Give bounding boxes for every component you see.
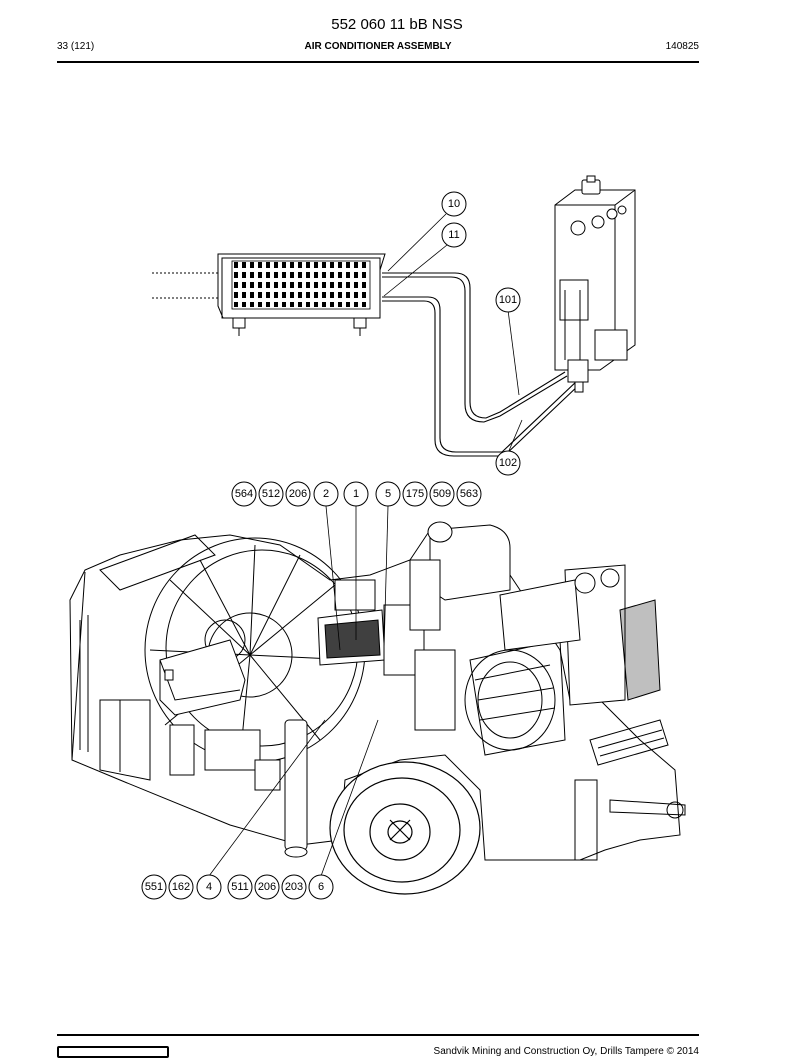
air-conditioner-unit — [152, 253, 386, 336]
step-grid — [589, 719, 669, 766]
callout-162: 162 — [168, 874, 194, 900]
svg-text:1: 1 — [353, 488, 359, 500]
callout-1: 1 — [343, 481, 369, 507]
ac-unit-mounted — [317, 579, 425, 676]
callout-512: 512 — [258, 481, 284, 507]
svg-text:10: 10 — [448, 198, 460, 210]
callout-102: 102 — [495, 450, 521, 476]
svg-text:511: 511 — [231, 881, 249, 893]
callout-511: 511 — [227, 874, 253, 900]
compressor-tank — [409, 521, 511, 731]
svg-text:2: 2 — [323, 488, 329, 500]
svg-text:11: 11 — [448, 229, 459, 241]
lower-leaders — [208, 505, 389, 877]
callout-5: 5 — [375, 481, 401, 507]
svg-text:564: 564 — [235, 488, 253, 500]
svg-text:102: 102 — [499, 457, 517, 469]
callout-10: 10 — [441, 191, 467, 217]
svg-text:101: 101 — [499, 294, 517, 306]
callout-2: 2 — [313, 481, 339, 507]
svg-text:563: 563 — [460, 488, 478, 500]
callout-6: 6 — [308, 874, 334, 900]
motor — [464, 639, 566, 756]
svg-text:203: 203 — [285, 881, 303, 893]
callout-11: 11 — [441, 222, 467, 248]
callout-206-top: 206 — [285, 481, 311, 507]
svg-text:509: 509 — [433, 488, 451, 500]
callout-4: 4 — [196, 874, 222, 900]
hoses — [382, 272, 581, 457]
svg-text:175: 175 — [406, 488, 424, 500]
callout-563: 563 — [456, 481, 482, 507]
callout-206-bottom: 206 — [254, 874, 280, 900]
callout-175: 175 — [402, 481, 428, 507]
date-code: 140825 — [665, 41, 699, 52]
callout-203: 203 — [281, 874, 307, 900]
svg-text:5: 5 — [385, 488, 391, 500]
ac-grille — [234, 262, 366, 307]
callout-509: 509 — [429, 481, 455, 507]
svg-text:206: 206 — [289, 488, 307, 500]
callout-101: 101 — [495, 287, 521, 313]
upper-leaders — [383, 213, 523, 454]
document-number: 552 060 11 bB NSS — [331, 16, 463, 33]
right-boom — [574, 779, 686, 861]
svg-text:4: 4 — [206, 881, 212, 893]
hydraulic-tank — [554, 175, 636, 393]
filters-left — [169, 719, 308, 858]
svg-text:162: 162 — [172, 881, 190, 893]
header-row: AIR CONDITIONER ASSEMBLY 33 (121) 140825 — [57, 41, 699, 55]
callout-551: 551 — [141, 874, 167, 900]
svg-text:512: 512 — [262, 488, 280, 500]
header-rule — [57, 61, 699, 63]
wheel — [329, 761, 481, 895]
right-tank — [499, 564, 661, 706]
callout-564: 564 — [231, 481, 257, 507]
electrical-box — [159, 639, 246, 716]
page-number: 33 (121) — [57, 41, 95, 52]
footer-copyright: Sandvik Mining and Construction Oy, Dril… — [433, 1046, 699, 1057]
company-logo — [57, 1046, 169, 1058]
svg-text:6: 6 — [318, 881, 324, 893]
svg-text:551: 551 — [145, 881, 163, 893]
svg-text:206: 206 — [258, 881, 276, 893]
footer-rule — [57, 1034, 699, 1036]
section-title: AIR CONDITIONER ASSEMBLY — [304, 41, 452, 52]
